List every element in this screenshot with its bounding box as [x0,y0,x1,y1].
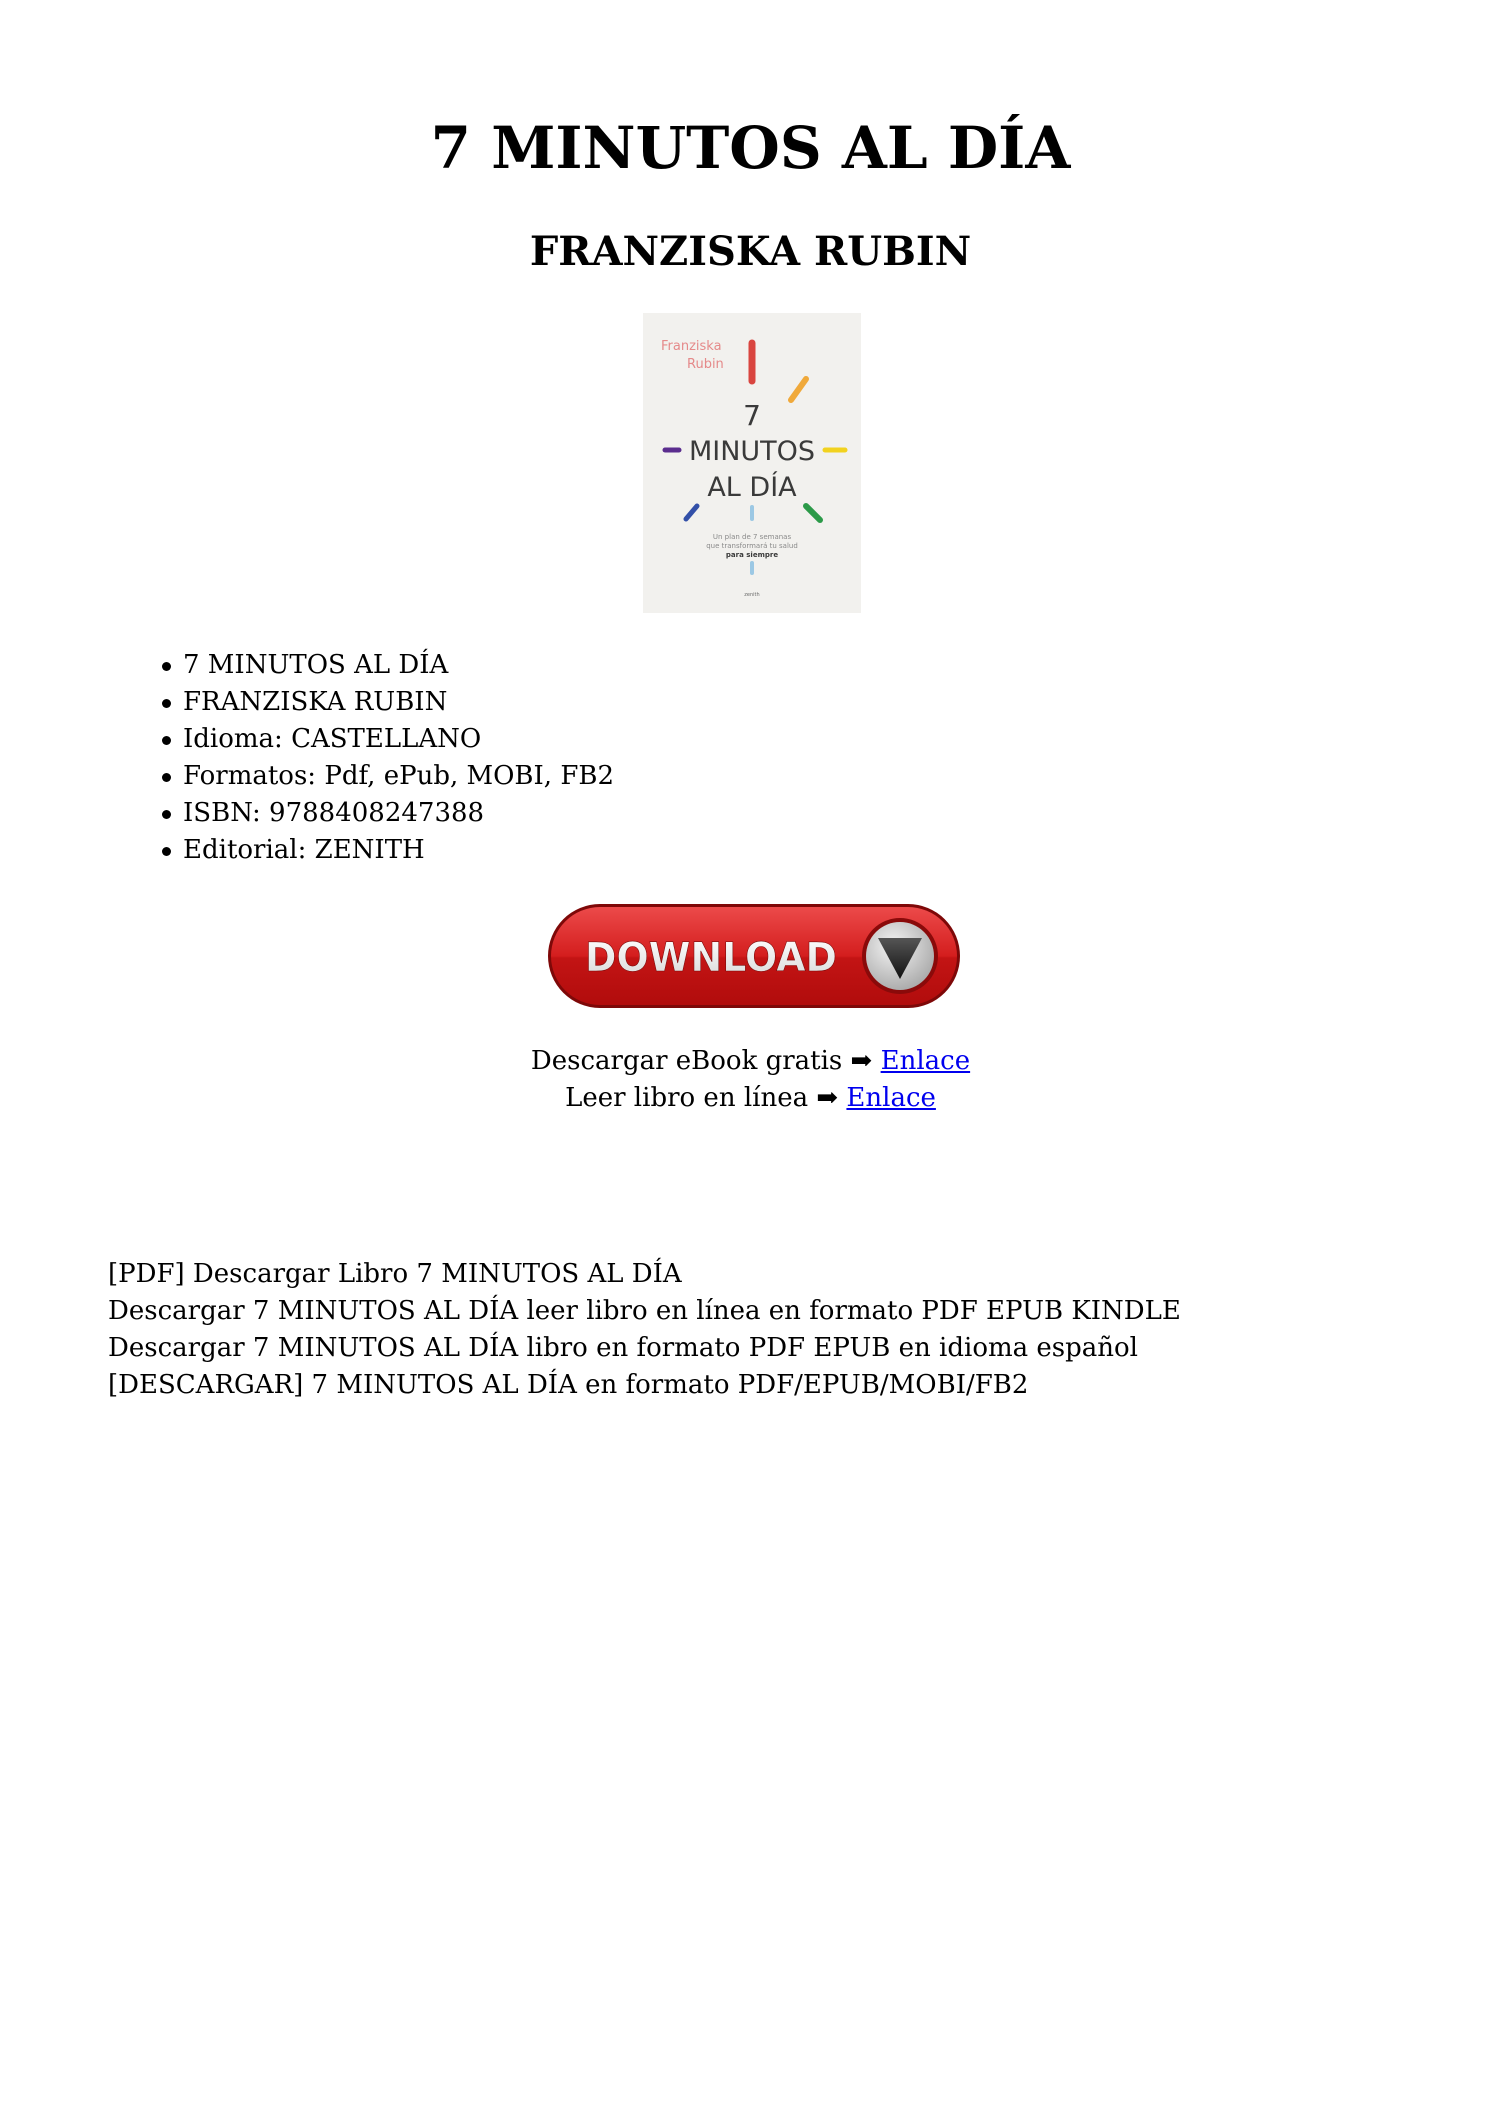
cover-author-line2: Rubin [687,357,724,372]
book-cover-image: Franziska Rubin 7 MINUTOS AL DÍA Un plan… [643,313,861,613]
download-button-label: DOWNLOAD [585,935,837,981]
arrow-down-circle-icon [862,918,938,994]
cover-subtitle-line2: que transformará tu salud [706,542,798,550]
info-title: 7 MINUTOS AL DÍA [161,647,614,684]
arrow-right-icon: ➡ [816,1083,839,1113]
cover-author-line1: Franziska [661,339,722,354]
info-publisher: Editorial: ZENITH [161,832,614,869]
book-title: 7 MINUTOS AL DÍA [430,114,1071,182]
cover-publisher: zenith [744,592,759,598]
arrow-right-icon: ➡ [850,1046,873,1076]
read-online-link[interactable]: Enlace [846,1083,936,1113]
description-line: Descargar 7 MINUTOS AL DÍA leer libro en… [108,1296,1181,1326]
download-links: Descargar eBook gratis ➡ Enlace Leer lib… [0,1043,1501,1117]
download-button[interactable]: DOWNLOAD [545,900,963,1012]
download-ebook-line: Descargar eBook gratis ➡ Enlace [0,1043,1501,1080]
description-line: [DESCARGAR] 7 MINUTOS AL DÍA en formato … [108,1370,1029,1400]
info-isbn: ISBN: 9788408247388 [161,795,614,832]
book-author: FRANZISKA RUBIN [529,228,972,275]
info-language: Idioma: CASTELLANO [161,721,614,758]
cover-title-line1: MINUTOS [689,436,815,467]
cover-rays-decoration [662,339,848,575]
download-ebook-link[interactable]: Enlace [880,1046,971,1076]
description-line: [PDF] Descargar Libro 7 MINUTOS AL DÍA [108,1259,682,1289]
cover-title-line2: AL DÍA [707,471,797,503]
read-online-line: Leer libro en línea ➡ Enlace [0,1080,1501,1117]
cover-subtitle-line3: para siempre [726,551,778,559]
description-line: Descargar 7 MINUTOS AL DÍA libro en form… [108,1333,1138,1363]
download-ebook-text: Descargar eBook gratis [530,1046,843,1076]
read-online-text: Leer libro en línea [565,1083,809,1113]
info-author: FRANZISKA RUBIN [161,684,614,721]
book-info-list: 7 MINUTOS AL DÍA FRANZISKA RUBIN Idioma:… [161,647,614,869]
description-text-block: [PDF] Descargar Libro 7 MINUTOS AL DÍA D… [108,1256,1181,1404]
cover-subtitle-line1: Un plan de 7 semanas [713,533,792,541]
info-formats: Formatos: Pdf, ePub, MOBI, FB2 [161,758,614,795]
cover-number: 7 [743,399,761,432]
